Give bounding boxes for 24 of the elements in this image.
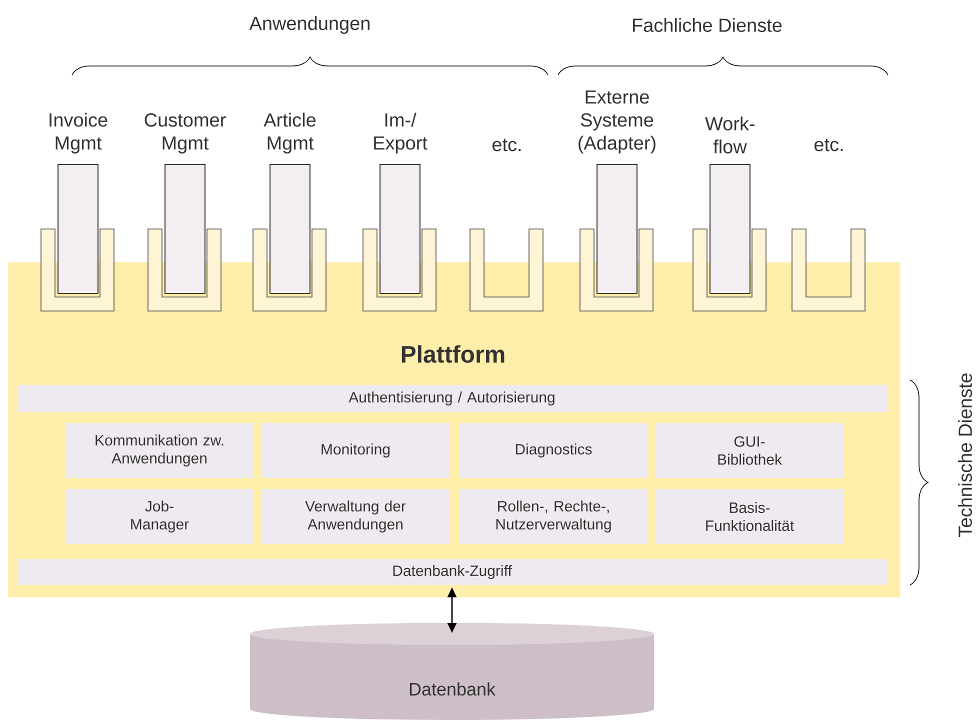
service-box: Kommunikation zw. Anwendungen [66, 423, 253, 478]
node-label: Im-/ Export [374, 112, 428, 154]
service-box: Rollen-, Rechte-, Nutzerverwaltung [460, 489, 647, 544]
node-label: Work- flow [705, 116, 754, 154]
service-box: GUI- Bibliothek [656, 423, 844, 478]
group-label: Anwendungen [249, 16, 370, 34]
service-box: Diagnostics [460, 423, 647, 478]
empty-socket [470, 228, 544, 312]
service-box: Datenbank-Zugriff [17, 559, 888, 585]
database-cylinder: Datenbank [250, 623, 654, 720]
column-label: etc. [492, 138, 521, 152]
service-box: Monitoring [262, 423, 449, 478]
node-label: Externe Systeme (Adapter) [578, 90, 656, 154]
node-label: Article Mgmt [264, 112, 316, 154]
group-label: Fachliche Dienste [633, 18, 782, 32]
node-label: Customer Mgmt [144, 113, 226, 154]
service-box: Basis- Funktionalität [656, 489, 844, 544]
service-box: Job- Manager [66, 489, 253, 544]
column-label: etc. [814, 138, 843, 152]
group-label: Technische Dienste [958, 374, 972, 537]
node-label: Invoice Mgmt [50, 112, 108, 154]
service-box: Authentisierung / Autorisierung [17, 385, 888, 412]
service-box: Verwaltung der Anwendungen [262, 489, 449, 544]
empty-socket [792, 228, 866, 312]
